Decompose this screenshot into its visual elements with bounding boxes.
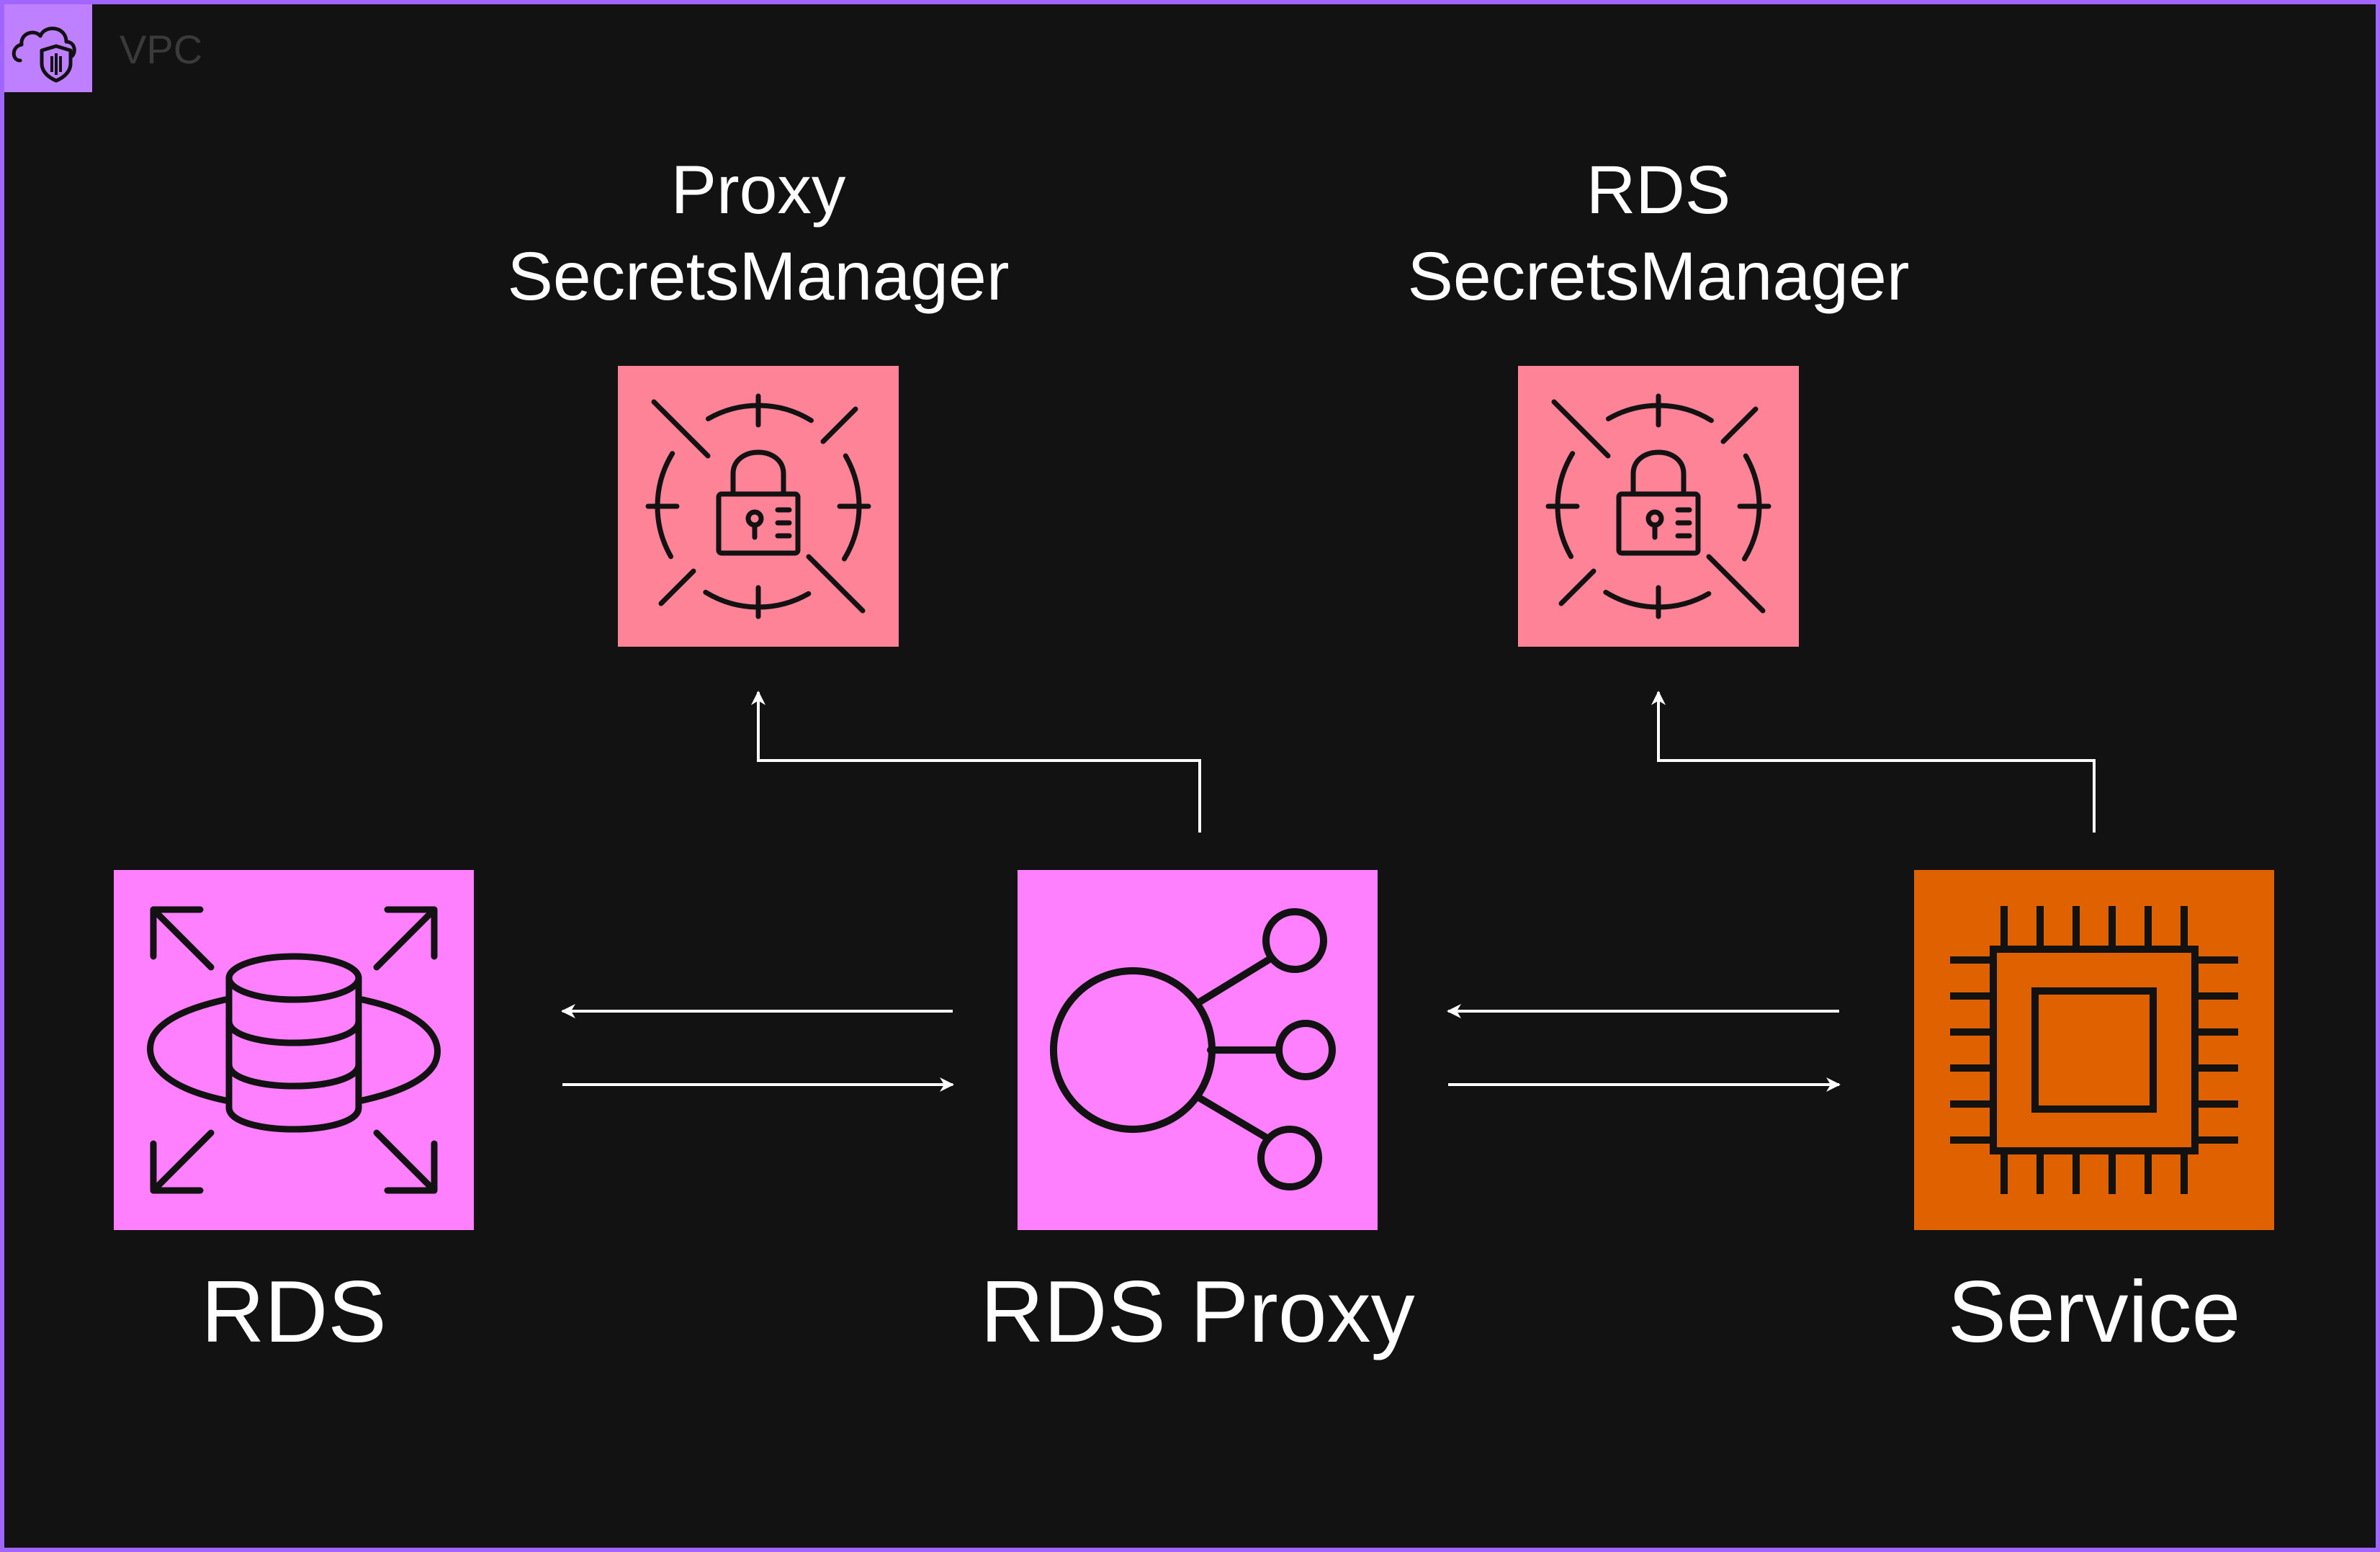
edge-service-to-rds-secrets [1651,691,2096,833]
service-label: Service [1947,1262,2241,1360]
secrets-manager-icon [618,366,899,647]
edge-rds-proxy-to-proxy-secrets [751,691,1201,833]
proxy-secrets-node[interactable] [618,366,899,647]
processor-chip-icon [1914,870,2274,1230]
proxy-secrets-label: Proxy SecretsManager [470,147,1046,320]
rds-secrets-label: RDS SecretsManager [1370,147,1946,320]
vpc-label: VPC [120,27,203,72]
rds-secrets-label-line1: RDS [1586,152,1731,228]
rds-proxy-icon [1018,870,1378,1230]
rds-database-icon [114,870,474,1230]
rds-label: RDS [201,1262,387,1360]
proxy-secrets-label-line1: Proxy [670,152,846,228]
cloud-shield-icon [12,27,76,83]
rds-proxy-label: RDS Proxy [980,1262,1415,1360]
vpc-badge [4,4,92,92]
proxy-secrets-label-line2: SecretsManager [507,238,1010,315]
service-node[interactable] [1914,870,2274,1230]
rds-proxy-node[interactable] [1018,870,1378,1230]
rds-secrets-node[interactable] [1518,366,1799,647]
rds-secrets-label-line2: SecretsManager [1407,238,1910,315]
edges-layer [561,691,2096,1092]
secrets-manager-icon [1518,366,1799,647]
rds-node[interactable] [114,870,474,1230]
